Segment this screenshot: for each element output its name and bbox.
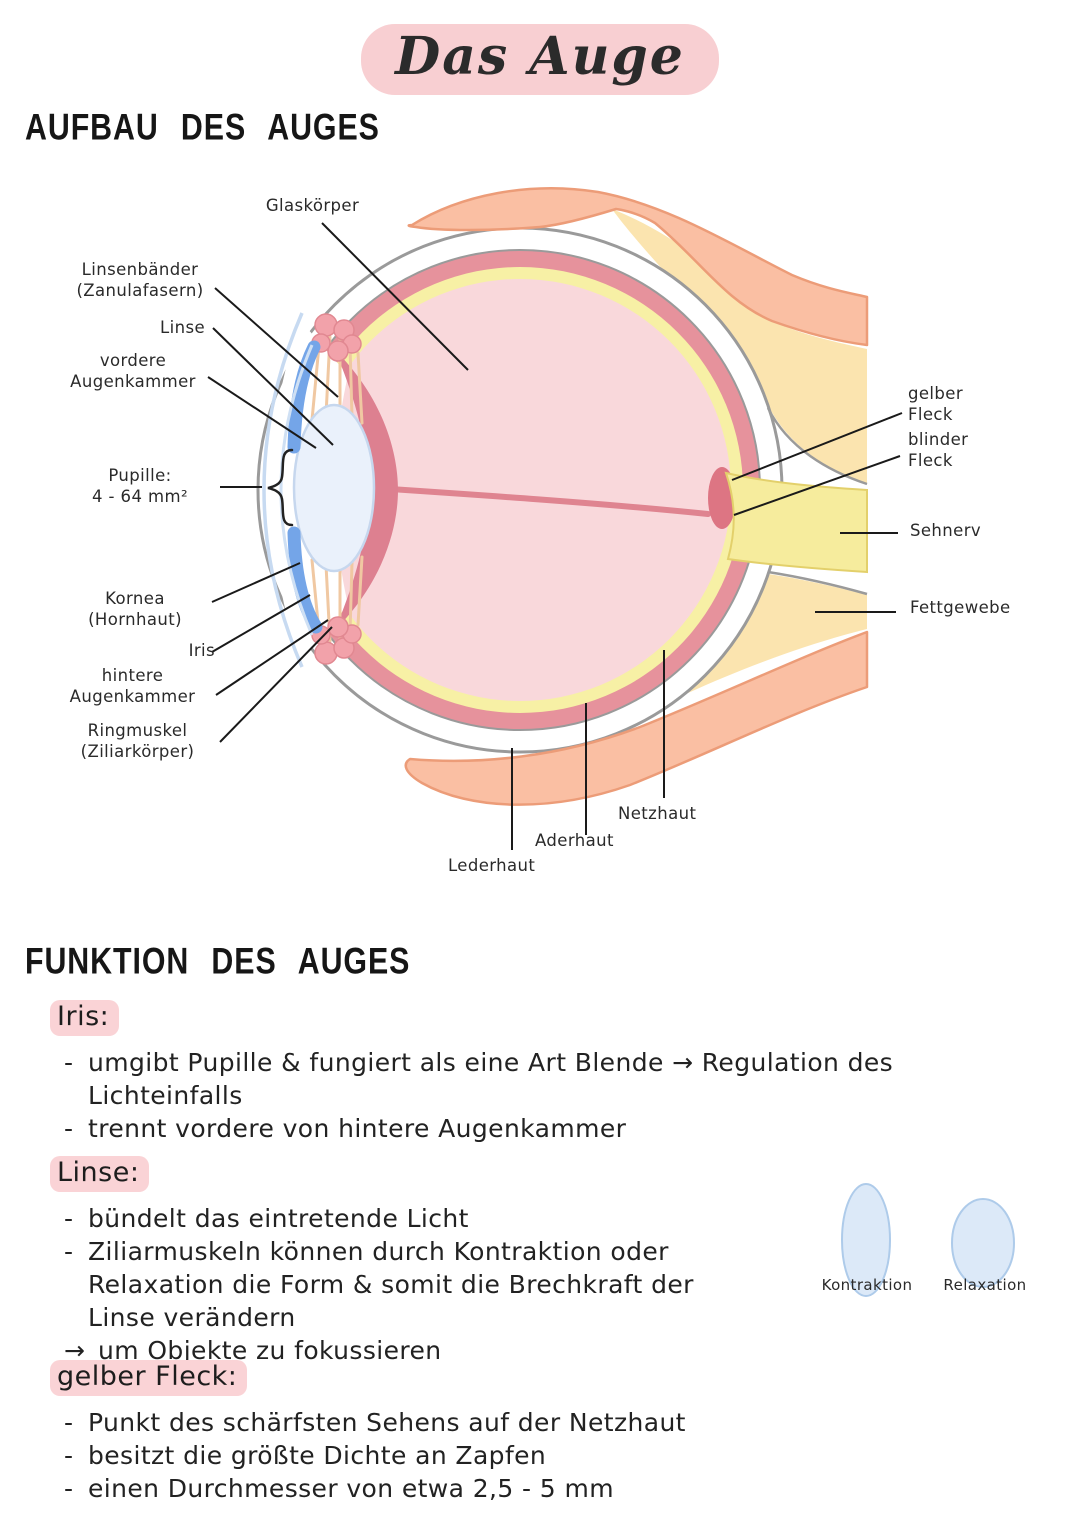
list-item: - Punkt des schärfsten Sehens auf der Ne… xyxy=(64,1408,686,1437)
iris-section-title: Iris: xyxy=(50,1000,120,1036)
label-sehnerv: Sehnerv xyxy=(910,521,982,540)
label-iris: Iris xyxy=(188,641,215,660)
label-vordere-augenkammer: vordere Augenkammer xyxy=(70,351,196,391)
label-lederhaut: Lederhaut xyxy=(448,856,536,875)
kontraktion-label: Kontraktion xyxy=(821,1276,913,1294)
relaxed-lens-shape xyxy=(951,1198,1015,1288)
label-linsenbaender: Linsenbänder (Zanulafasern) xyxy=(76,260,204,300)
iris-section: Iris: - umgibt Pupille & fungiert als ei… xyxy=(50,1000,1060,1145)
linse-bullets: - bündelt das eintretende Licht - Ziliar… xyxy=(64,1202,1060,1367)
iris-upper-arc xyxy=(287,340,321,454)
eye-diagram: Glaskörper Linsenbänder (Zanulafasern) L… xyxy=(0,165,1080,905)
funktion-heading: FUNKTION DES AUGES xyxy=(25,940,411,982)
gelber-fleck-section-title: gelber Fleck: xyxy=(50,1360,248,1396)
posterior-chamber-shade xyxy=(335,350,398,630)
ciliary-body-top xyxy=(311,313,362,362)
relaxation-label: Relaxation xyxy=(943,1276,1027,1294)
vitreous-seam xyxy=(357,484,711,517)
aufbau-heading: AUFBAU DES AUGES xyxy=(25,106,380,148)
label-blinder-fleck: blinder Fleck xyxy=(908,430,969,470)
linse-section-title: Linse: xyxy=(50,1156,150,1192)
iris-bullets: - umgibt Pupille & fungiert als eine Art… xyxy=(64,1046,1060,1145)
lower-muscle-shape xyxy=(404,630,869,806)
gelber-fleck-section: gelber Fleck: - Punkt des schärfsten Seh… xyxy=(50,1360,1060,1505)
ciliary-body-bottom xyxy=(311,616,362,665)
gelber-fleck-bullets: - Punkt des schärfsten Sehens auf der Ne… xyxy=(64,1406,1060,1505)
title-area: Das Auge xyxy=(0,24,1080,95)
label-linse: Linse xyxy=(160,318,205,337)
linse-section: Linse: - bündelt das eintretende Licht -… xyxy=(50,1156,1060,1367)
label-hintere-augenkammer: hintere Augenkammer xyxy=(69,666,196,706)
optic-nerve-shape xyxy=(724,471,868,574)
contracted-lens-shape xyxy=(841,1183,891,1297)
label-ringmuskel: Ringmuskel (Ziliarkörper) xyxy=(80,721,195,761)
pupil-brace xyxy=(267,448,294,527)
list-item: - einen Durchmesser von etwa 2,5 - 5 mm xyxy=(64,1474,614,1503)
vitreous-body xyxy=(309,279,731,701)
label-gelber-fleck: gelber Fleck xyxy=(908,384,964,424)
list-item: - Ziliarmuskeln können durch Kontraktion… xyxy=(64,1237,694,1332)
upper-muscle-shape xyxy=(407,187,869,347)
iris-lower-arc xyxy=(287,526,323,634)
label-aderhaut: Aderhaut xyxy=(535,831,614,850)
label-glaskoerper: Glaskörper xyxy=(265,196,360,215)
label-netzhaut: Netzhaut xyxy=(618,804,697,823)
fat-tissue-lower xyxy=(688,574,867,693)
eye-illustration xyxy=(207,187,903,850)
cornea-outer-arc xyxy=(262,312,304,668)
page-title: Das Auge xyxy=(395,26,685,87)
sclera-extension-lower xyxy=(767,570,868,596)
list-item: - bündelt das eintretende Licht xyxy=(64,1204,469,1233)
list-item: - trennt vordere von hintere Augenkammer xyxy=(64,1114,627,1143)
title-highlight: Das Auge xyxy=(361,24,719,95)
label-fettgewebe: Fettgewebe xyxy=(910,598,1011,617)
label-kornea: Kornea (Hornhaut) xyxy=(88,589,182,629)
leader-lines xyxy=(207,222,903,850)
list-item: - besitzt die größte Dichte an Zapfen xyxy=(64,1441,547,1470)
sclera-extension-upper xyxy=(766,407,868,486)
label-pupille: Pupille: 4 - 64 mm² xyxy=(92,466,188,506)
list-item: - umgibt Pupille & fungiert als eine Art… xyxy=(64,1048,894,1110)
lens-shape xyxy=(292,403,376,573)
cornea-inner-arc xyxy=(279,344,314,636)
lens-states-figure xyxy=(841,1183,1015,1297)
